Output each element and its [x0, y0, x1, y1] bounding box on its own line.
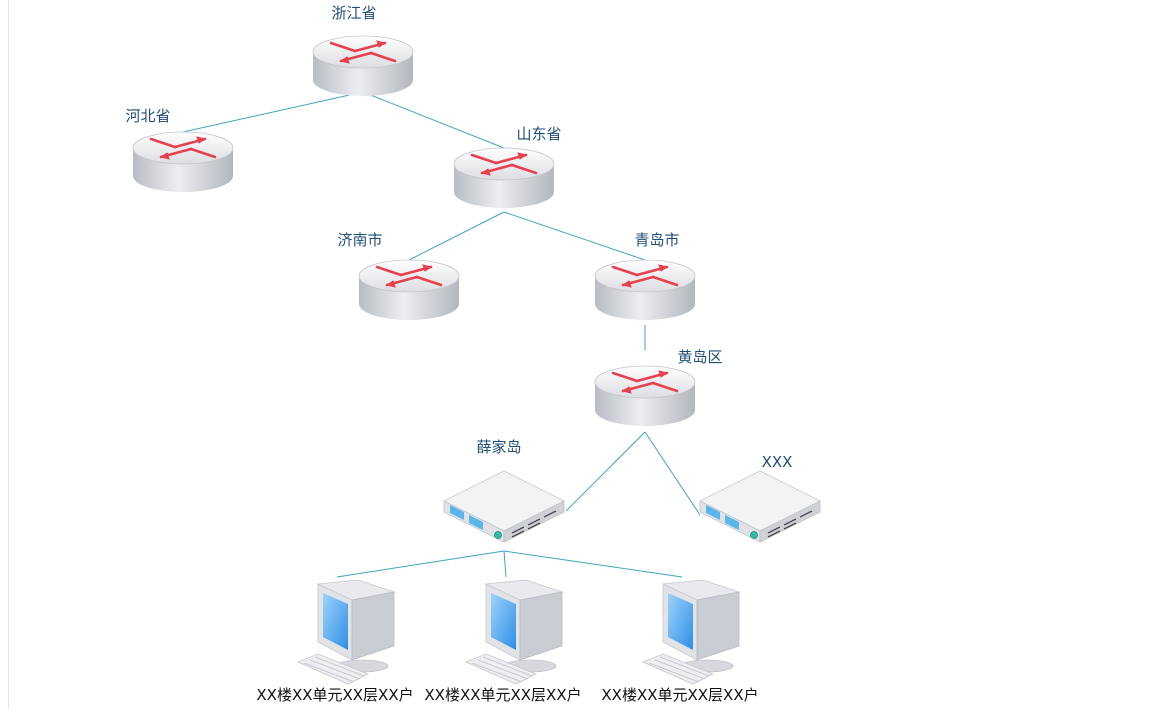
node-label-jinan: 济南市: [337, 231, 382, 249]
node-label-xuejiadao: 薛家岛: [476, 438, 521, 456]
node-label-xxx: XXX: [762, 453, 793, 471]
router-icon: [593, 364, 697, 428]
link-huangdao-xuejiadao: [565, 431, 646, 512]
computer-icon: [642, 579, 740, 685]
router-icon: [357, 258, 461, 322]
link-zhejiang-hebei: [182, 91, 364, 133]
node-label-pc3: XX楼XX单元XX层XX户: [601, 686, 758, 704]
router-icon: [452, 146, 556, 210]
computer-icon: [297, 579, 395, 685]
connection-lines: [182, 91, 701, 578]
router-node-zhejiang: 浙江省: [311, 4, 415, 98]
router-node-hebei: 河北省: [125, 107, 235, 194]
node-label-qingdao: 青岛市: [634, 231, 679, 249]
link-shandong-qingdao: [503, 211, 646, 261]
node-label-hebei: 河北省: [125, 107, 170, 125]
switch-icon: [443, 470, 565, 543]
computer-node-pc1: XX楼XX单元XX层XX户: [256, 579, 414, 704]
router-icon: [311, 34, 415, 98]
switch-node-xxx: XXX: [699, 453, 821, 543]
switch-node-xuejiadao: 薛家岛: [443, 438, 565, 543]
switch-icon: [699, 470, 821, 543]
node-label-shandong: 山东省: [516, 125, 561, 143]
computer-node-pc2: XX楼XX单元XX层XX户: [424, 579, 582, 704]
node-label-pc1: XX楼XX单元XX层XX户: [256, 686, 413, 704]
computer-icon: [465, 579, 563, 685]
link-zhejiang-shandong: [362, 91, 505, 149]
router-node-huangdao: 黄岛区: [593, 348, 723, 428]
link-xuejiadao-pc2: [503, 550, 507, 578]
node-label-pc2: XX楼XX单元XX层XX户: [424, 686, 581, 704]
link-shandong-jinan: [408, 211, 505, 261]
node-label-huangdao: 黄岛区: [677, 348, 722, 366]
link-xuejiadao-pc1: [336, 550, 505, 578]
node-label-zhejiang: 浙江省: [331, 4, 376, 22]
router-node-qingdao: 青岛市: [593, 231, 697, 322]
link-xuejiadao-pc3: [503, 550, 683, 578]
router-icon: [593, 258, 697, 322]
link-huangdao-xxx: [644, 431, 701, 516]
canvas-left-border: [8, 0, 9, 709]
router-icon: [131, 130, 235, 194]
computer-node-pc3: XX楼XX单元XX层XX户: [601, 579, 759, 704]
router-node-jinan: 济南市: [337, 231, 461, 322]
router-node-shandong: 山东省: [452, 125, 562, 210]
